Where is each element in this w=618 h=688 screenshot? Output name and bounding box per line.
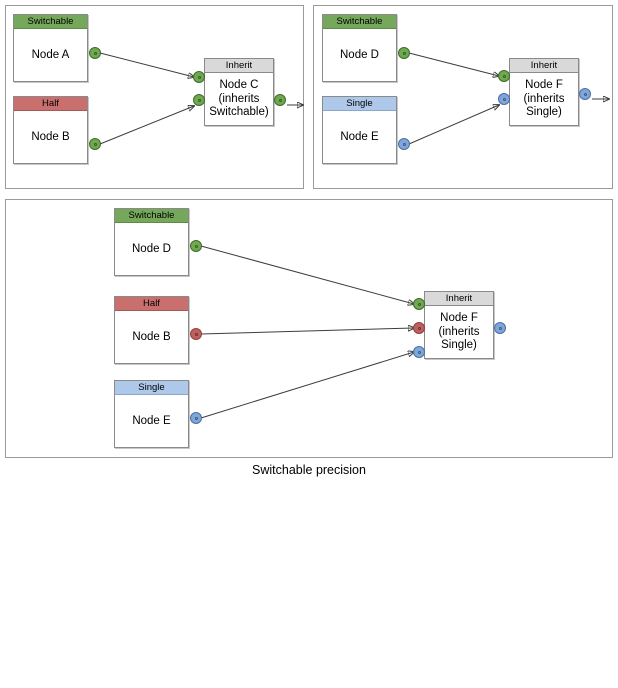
node-b-left-title: Node B: [31, 130, 70, 143]
port-c-in-2[interactable]: [193, 94, 205, 106]
node-e-right-header: Single: [323, 97, 396, 111]
node-f-right-header: Inherit: [510, 59, 578, 73]
node-d-right-title: Node D: [340, 48, 379, 61]
port-e-out[interactable]: [398, 138, 410, 150]
node-d-right-header: Switchable: [323, 15, 396, 29]
port-c-in-1[interactable]: [193, 71, 205, 83]
node-e-bottom-header: Single: [115, 381, 188, 395]
port-f-in-1[interactable]: [498, 70, 510, 82]
port-fb-out[interactable]: [494, 322, 506, 334]
port-eb-out[interactable]: [190, 412, 202, 424]
node-e-bottom[interactable]: Single Node E: [114, 380, 189, 448]
node-a-title: Node A: [31, 48, 70, 61]
node-c-header: Inherit: [205, 59, 273, 73]
node-b-bottom-title: Node B: [132, 330, 171, 343]
node-c[interactable]: Inherit Node C (inherits Switchable): [204, 58, 274, 126]
node-f-bottom-header: Inherit: [425, 292, 493, 306]
port-fb-in-3[interactable]: [413, 346, 425, 358]
node-f-bottom-title: Node F (inherits Single): [438, 312, 480, 352]
node-b-left-header: Half: [14, 97, 87, 111]
port-d-out[interactable]: [398, 47, 410, 59]
port-a-out[interactable]: [89, 47, 101, 59]
node-d-bottom-title: Node D: [132, 242, 171, 255]
node-a-header: Switchable: [14, 15, 87, 29]
port-fb-in-2[interactable]: [413, 322, 425, 334]
panel-bottom-wires: [200, 245, 618, 419]
node-e-right-title: Node E: [340, 130, 379, 143]
diagram-canvas: Switchable Node A Half Node B Inherit No…: [5, 5, 613, 477]
diagram-caption: Switchable precision: [252, 463, 366, 477]
port-bb-out[interactable]: [190, 328, 202, 340]
port-c-out[interactable]: [274, 94, 286, 106]
node-b-bottom[interactable]: Half Node B: [114, 296, 189, 364]
node-b-bottom-header: Half: [115, 297, 188, 311]
node-c-title: Node C (inherits Switchable): [209, 79, 269, 119]
port-db-out[interactable]: [190, 240, 202, 252]
node-f-bottom[interactable]: Inherit Node F (inherits Single): [424, 291, 494, 359]
node-f-right-title: Node F (inherits Single): [523, 79, 565, 119]
node-d-bottom-header: Switchable: [115, 209, 188, 223]
node-a[interactable]: Switchable Node A: [13, 14, 88, 82]
node-d-right[interactable]: Switchable Node D: [322, 14, 397, 82]
port-fb-in-1[interactable]: [413, 298, 425, 310]
node-f-right[interactable]: Inherit Node F (inherits Single): [509, 58, 579, 126]
node-e-bottom-title: Node E: [132, 414, 171, 427]
node-d-bottom[interactable]: Switchable Node D: [114, 208, 189, 276]
port-b-out[interactable]: [89, 138, 101, 150]
panel-bottom: Switchable Node D Half Node B Single Nod…: [5, 199, 613, 458]
panel-top-right: Switchable Node D Single Node E Inherit …: [313, 5, 613, 189]
port-f-in-2[interactable]: [498, 93, 510, 105]
panel-top-left: Switchable Node A Half Node B Inherit No…: [5, 5, 304, 189]
port-f-out[interactable]: [579, 88, 591, 100]
node-b-left[interactable]: Half Node B: [13, 96, 88, 164]
node-e-right[interactable]: Single Node E: [322, 96, 397, 164]
